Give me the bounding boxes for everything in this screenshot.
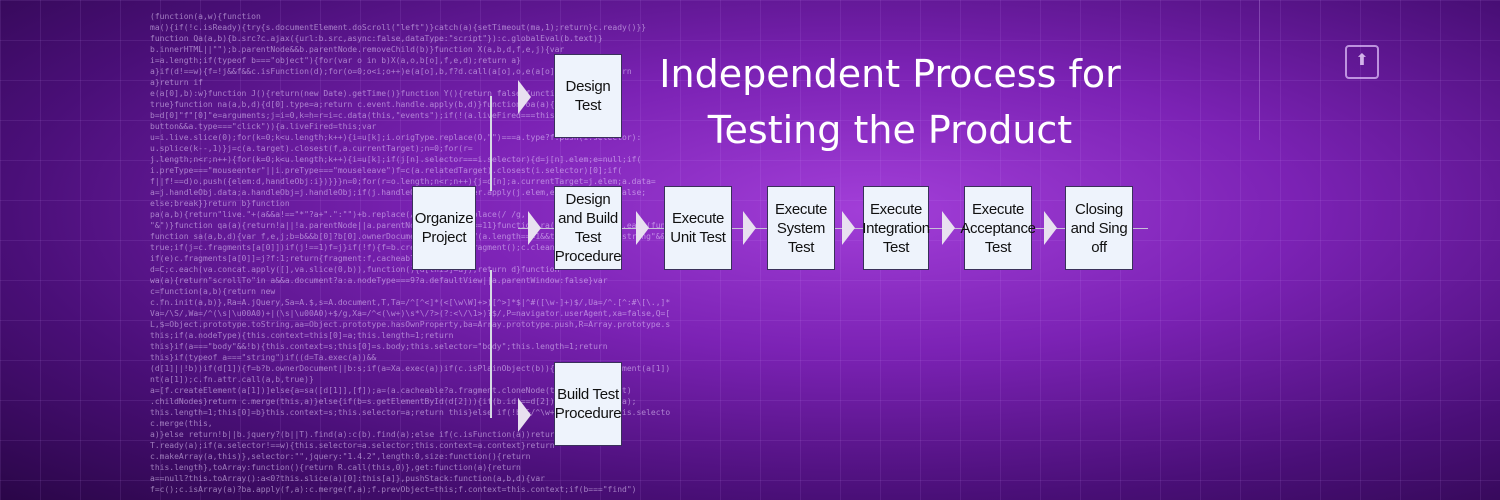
connector-line-up: [490, 96, 492, 191]
execute-unit-test-box: Execute Unit Test: [664, 186, 732, 270]
background-panel-decoration: [1259, 0, 1500, 140]
arrow-to-design-build: [528, 211, 541, 245]
execute-system-test-box: Execute System Test: [767, 186, 835, 270]
arrow-to-integration: [842, 211, 855, 245]
organize-project-box: Organize Project: [412, 186, 476, 270]
arrow-to-closing: [1044, 211, 1057, 245]
execute-acceptance-test-box: Execute Acceptance Test: [960, 186, 1036, 270]
upload-icon: ⬆: [1345, 45, 1379, 79]
title-line-2: Testing the Product: [707, 108, 1073, 152]
arrow-to-system: [743, 211, 756, 245]
design-test-box: Design Test: [554, 54, 622, 138]
arrow-to-design-test: [518, 80, 531, 114]
background-code-texture: (function(a,w){function ma(){if(!c.isRea…: [150, 12, 670, 494]
arrow-to-build-test: [518, 398, 531, 432]
diagram-title: Independent Process for Testing the Prod…: [620, 46, 1160, 158]
closing-sign-off-box: Closing and Sing off: [1065, 186, 1133, 270]
execute-integration-test-box: Execute Integration Test: [862, 186, 930, 270]
title-line-1: Independent Process for: [659, 52, 1121, 96]
arrow-to-unit: [636, 211, 649, 245]
connector-line-down: [490, 270, 492, 418]
build-test-procedure-box: Build Test Procedure: [554, 362, 622, 446]
design-build-test-procedure-box: Design and Build Test Procedure: [554, 186, 622, 270]
arrow-to-acceptance: [942, 211, 955, 245]
